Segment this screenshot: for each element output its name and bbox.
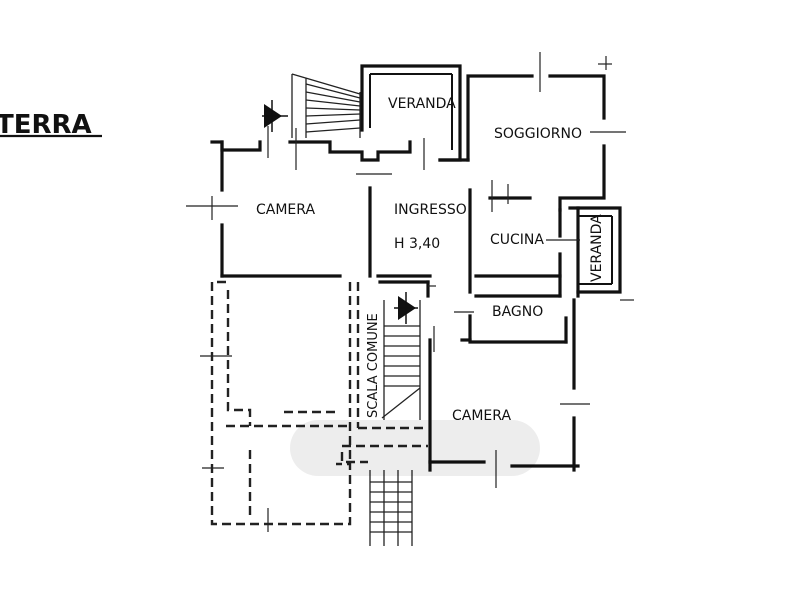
stairs-common [381, 300, 421, 420]
meter-symbol-top [262, 100, 288, 132]
label-scala-comune: SCALA COMUNE [366, 313, 381, 418]
label-soggiorno: SOGGIORNO [494, 126, 582, 142]
label-height: H 3,40 [394, 236, 440, 252]
meter-symbol-common [394, 292, 418, 324]
label-ingresso: INGRESSO [394, 202, 467, 218]
watermark [290, 420, 540, 476]
walls [210, 64, 622, 472]
label-veranda-top: VERANDA [388, 96, 456, 112]
stairs-bottom [369, 470, 413, 546]
dashed-walls [210, 280, 428, 526]
label-veranda-side: VERANDA [589, 214, 605, 282]
stairs-top [291, 73, 361, 138]
label-camera-bottom: CAMERA [452, 408, 511, 424]
label-cucina: CUCINA [490, 232, 544, 248]
label-bagno: BAGNO [492, 304, 543, 320]
opening-marks [186, 52, 634, 532]
label-camera-left: CAMERA [256, 202, 315, 218]
